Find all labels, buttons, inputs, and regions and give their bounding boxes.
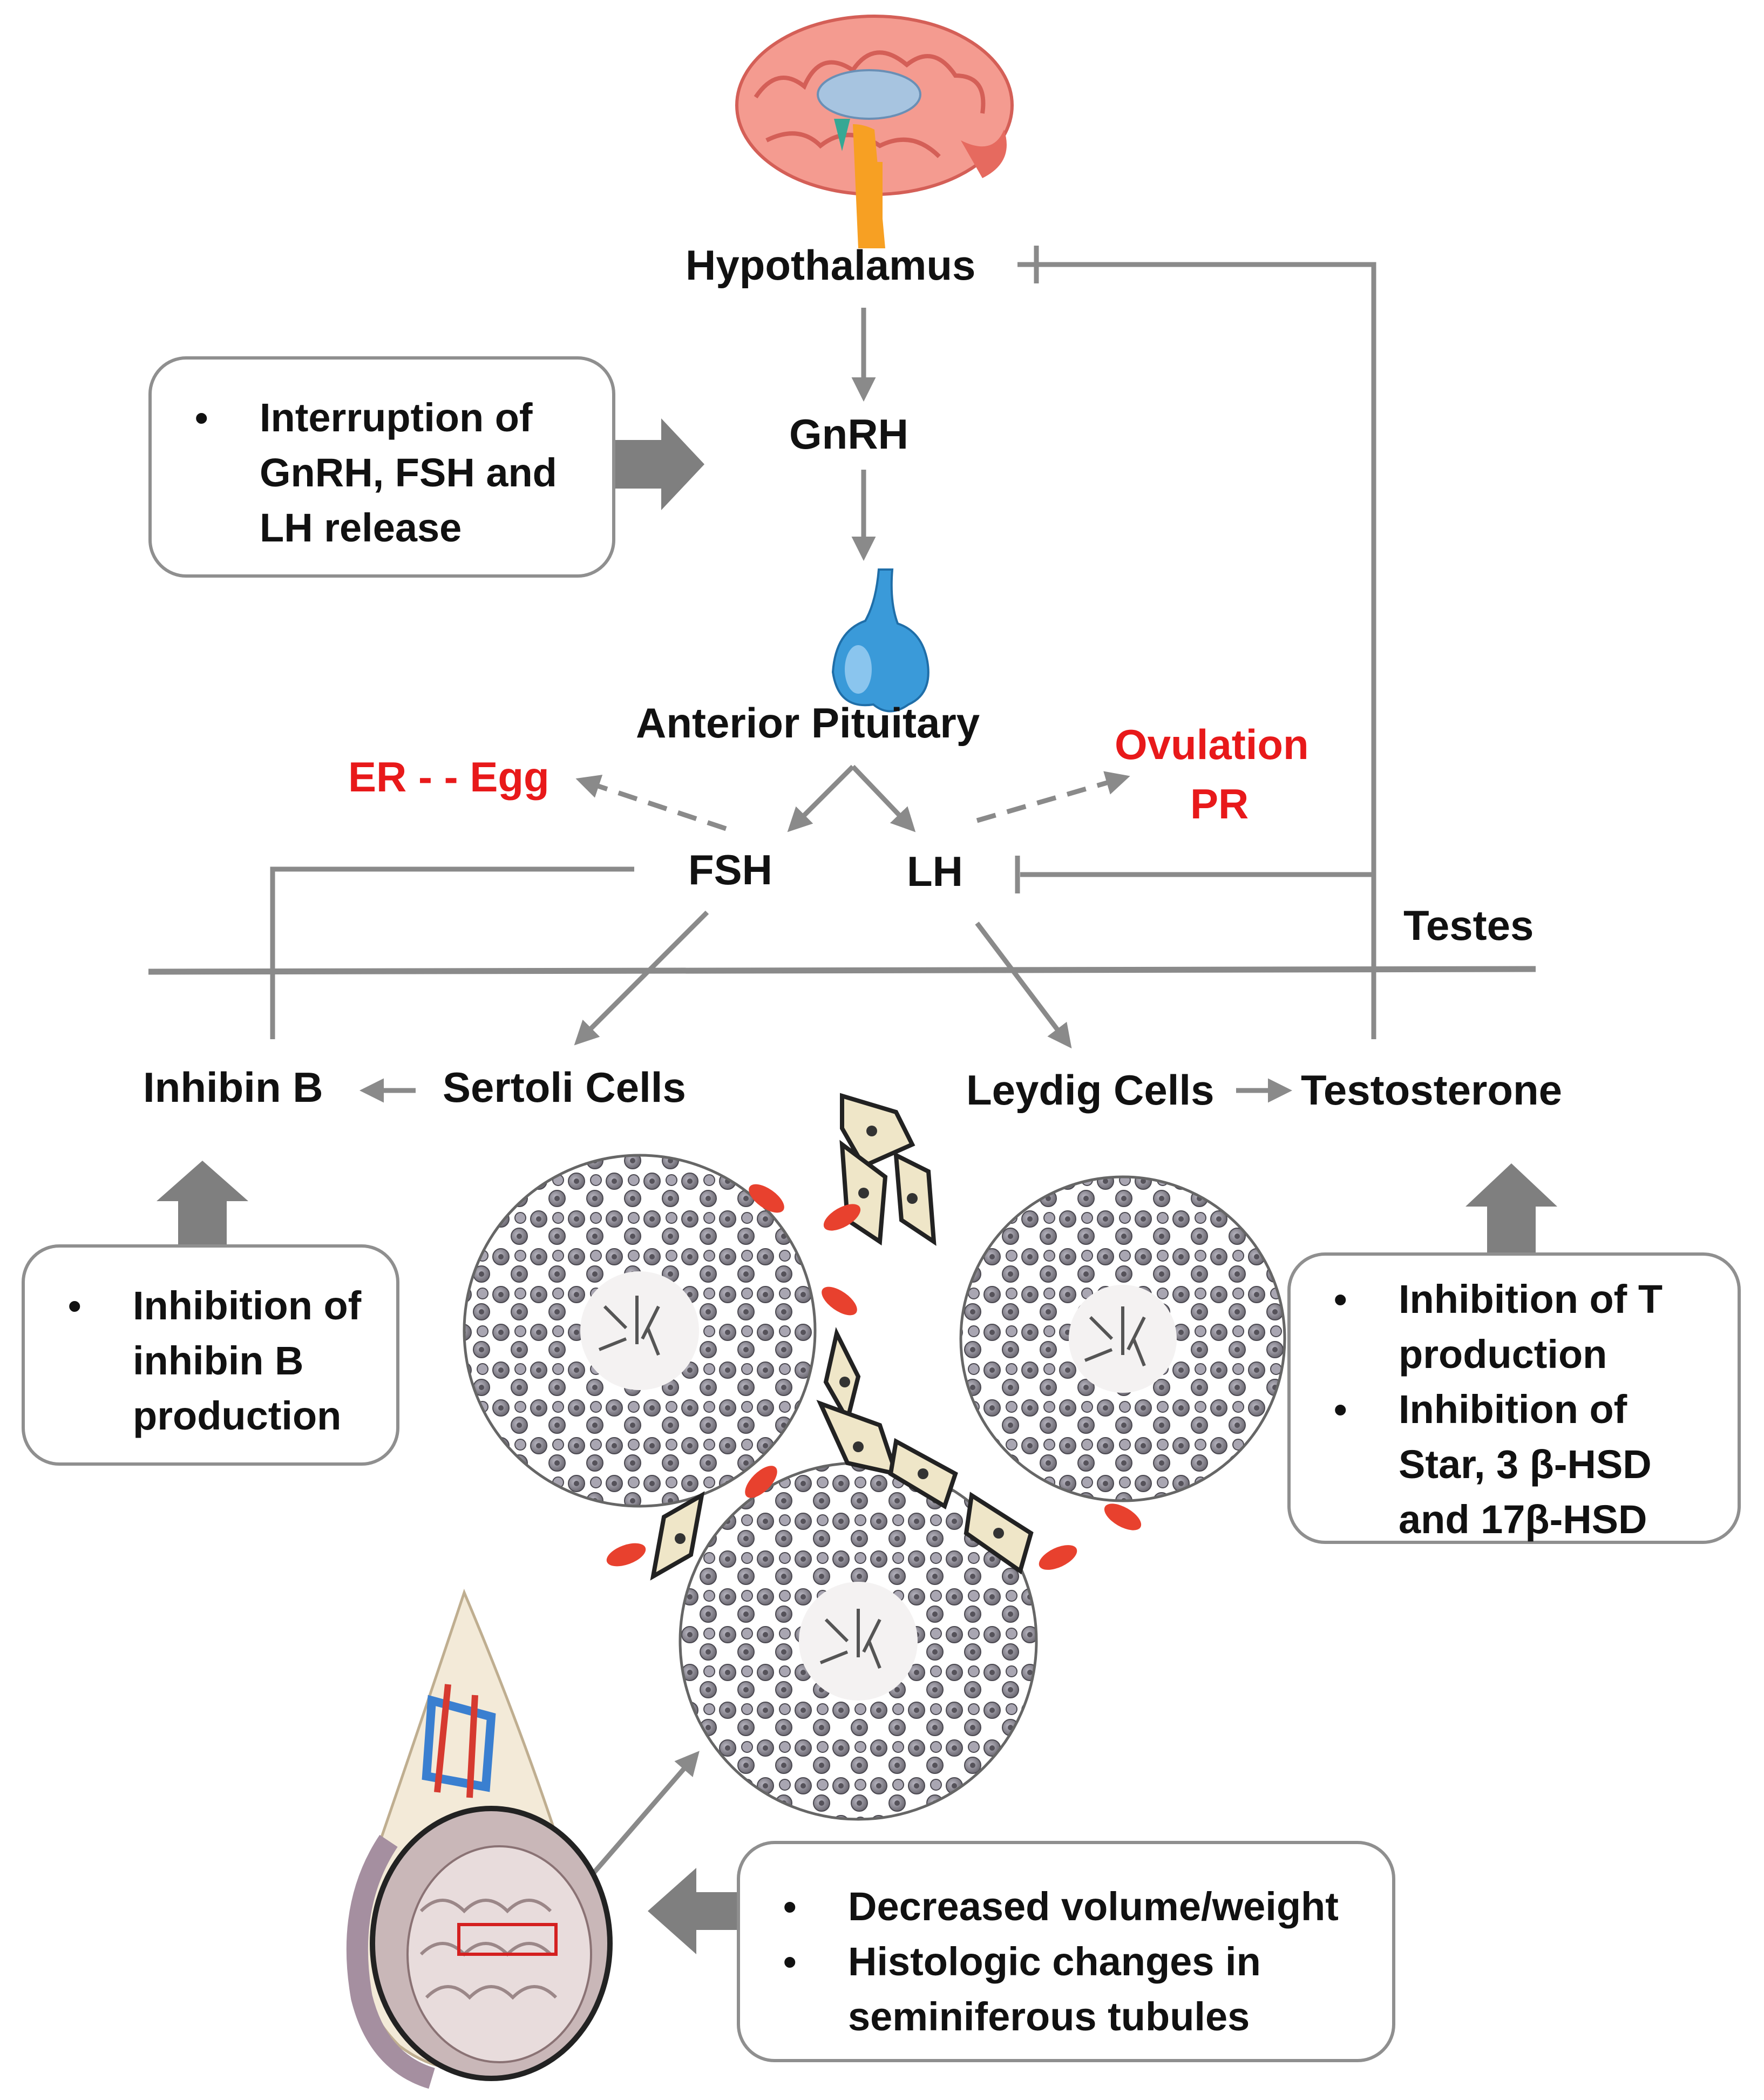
arrow-testis-tubules [589, 1751, 700, 1878]
sertoli-cells-label: Sertoli Cells [443, 1063, 686, 1111]
block-arrow-up-testosterone [1466, 1163, 1557, 1252]
arrow-pituitary-fsh [787, 764, 855, 832]
block-arrow-right-gnrh [615, 418, 704, 510]
testis-icon [346, 1588, 613, 2089]
inhibin-to-fsh-line [270, 866, 634, 1039]
tubules-effect-item-1: Decreased volume/weight [740, 1879, 1345, 1934]
lh-label: LH [907, 848, 963, 895]
testosterone-effect-item-1: Inhibition of T production [1291, 1272, 1701, 1382]
er-egg-label: ER - - Egg [348, 753, 549, 801]
arrow-lh-leydig [975, 922, 1072, 1049]
testosterone-to-hypothalamus-line [1039, 262, 1376, 1039]
seminiferous-tubules-icon [463, 1154, 1286, 1821]
leydig-cells-label: Leydig Cells [966, 1066, 1215, 1114]
testes-divider-line [148, 966, 1536, 975]
pituitary-icon [831, 568, 930, 713]
brain-icon [735, 15, 1014, 248]
leydig-cells-icon [650, 1093, 1034, 1581]
gnrh-effect-item: Interruption of GnRH, FSH and LH release [152, 390, 562, 556]
tubules-effect-box: Decreased volume/weight Histologic chang… [737, 1841, 1395, 2062]
block-arrows [157, 418, 1557, 1954]
arrow-fsh-sertoli [574, 910, 709, 1046]
arrow-fsh-er-egg [575, 775, 727, 831]
arrow-lh-ovulation [976, 771, 1130, 823]
gnrh-effect-box: Interruption of GnRH, FSH and LH release [148, 356, 615, 578]
red-blood-cells-icon [606, 1184, 1142, 1570]
dashed-arrows [575, 771, 1130, 831]
feedback-lines [148, 246, 1536, 1039]
gnrh-label: GnRH [789, 410, 908, 458]
tubules-effect-item-2: Histologic changes in seminiferous tubul… [740, 1934, 1312, 2044]
inhibin-effect-box: Inhibition of inhibin B production [22, 1244, 399, 1466]
testosterone-effect-item-2: Inhibition of Star, 3 β-HSD and 17β-HSD [1291, 1382, 1701, 1547]
testosterone-effect-box: Inhibition of T production Inhibition of… [1287, 1252, 1741, 1544]
ovulation-label: Ovulation [1115, 721, 1309, 768]
block-arrow-up-inhibin [157, 1161, 248, 1244]
arrow-pituitary-lh [851, 764, 916, 832]
flow-arrows [359, 308, 1292, 1878]
block-arrow-left-testis [648, 1868, 737, 1954]
testes-label: Testes [1403, 902, 1534, 949]
pr-label: PR [1190, 780, 1249, 828]
hypothalamus-label: Hypothalamus [686, 241, 976, 289]
fsh-label: FSH [688, 846, 772, 893]
anterior-pituitary-label: Anterior Pituitary [636, 699, 980, 747]
inhibin-effect-item: Inhibition of inhibin B production [25, 1278, 365, 1444]
inhibin-b-label: Inhibin B [143, 1063, 323, 1111]
leydig-nuclei [675, 1126, 1004, 1544]
testosterone-label: Testosterone [1301, 1066, 1562, 1114]
